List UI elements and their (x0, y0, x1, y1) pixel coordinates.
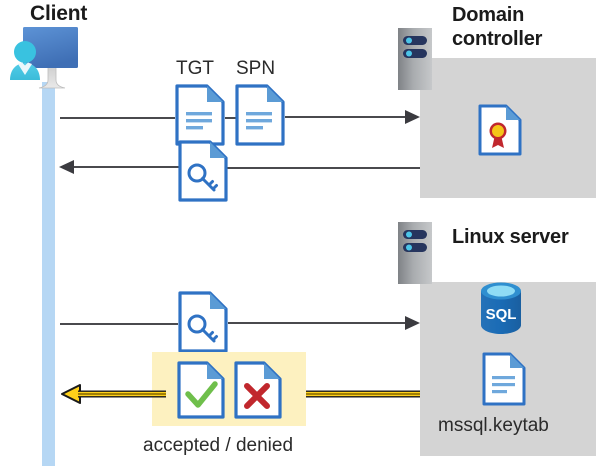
linux-server-title: Linux server (452, 226, 569, 248)
accepted-denied-label: accepted / denied (143, 435, 294, 456)
document-icon (235, 84, 285, 146)
domain-controller-title-line1: Domain (452, 4, 525, 26)
domain-controller-title-line2: controller (452, 27, 543, 50)
tgt-label: TGT (176, 58, 214, 79)
server-rack-icon (398, 28, 432, 90)
document-key-icon (178, 291, 228, 353)
client-lifeline (42, 82, 55, 466)
sql-database-icon: SQL (477, 281, 525, 335)
document-cross-icon (234, 361, 282, 419)
client-title: Client (30, 2, 88, 25)
flow-client-to-dc-arrow (285, 107, 420, 129)
spn-label: SPN (236, 58, 276, 79)
document-check-icon (177, 361, 225, 419)
flow-dc-to-client-arrow (58, 157, 180, 179)
flow-client-to-dc-segment-left (60, 117, 175, 119)
flow-linux-to-client-gold-segment (306, 383, 420, 405)
user-workstation-icon (4, 24, 96, 96)
accepted-denied-highlight (152, 352, 306, 426)
flow-dc-to-client-segment-right (227, 167, 420, 169)
document-certificate-icon (478, 104, 522, 156)
domain-controller-title: Domain controller (452, 4, 592, 51)
document-icon (482, 352, 526, 406)
document-icon (175, 84, 225, 146)
document-key-icon (178, 140, 228, 202)
flow-linux-to-client-arrow (58, 383, 166, 405)
flow-client-to-linux-arrow (228, 313, 420, 335)
svg-text:SQL: SQL (486, 306, 517, 323)
flow-client-to-linux-segment-left (60, 323, 178, 325)
keytab-file-label: mssql.keytab (438, 415, 549, 436)
flow-client-to-dc-segment-mid (225, 117, 236, 119)
server-rack-icon (398, 222, 432, 284)
